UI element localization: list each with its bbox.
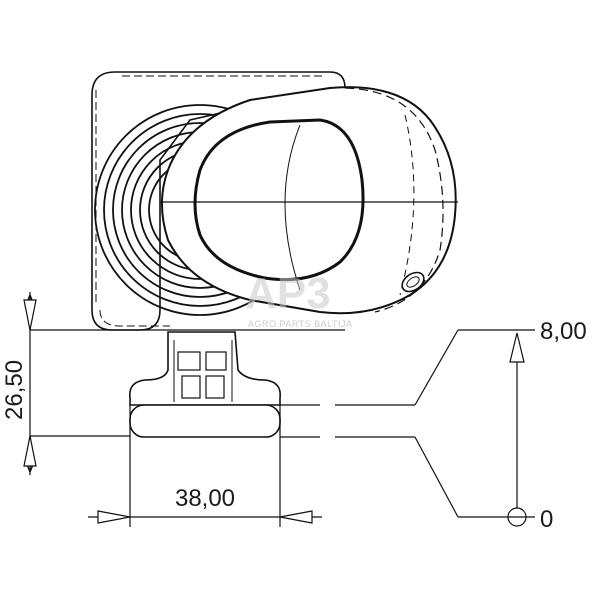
watermark-tagline: AGRO PARTS BALTIJA — [248, 319, 353, 329]
lamp-head — [160, 86, 458, 315]
width-dimension — [88, 405, 322, 527]
level-leaders — [280, 329, 535, 518]
width-label: 38,00 — [175, 485, 235, 512]
watermark-logo: AP3 AGRO PARTS BALTIJA — [245, 269, 353, 329]
level-top-label: 8,00 — [540, 318, 587, 345]
mount-bracket — [128, 331, 282, 406]
watermark-logo-text: AP3 — [245, 269, 331, 318]
height-label: 26,50 — [1, 360, 28, 420]
mount-foot — [129, 404, 281, 438]
level-scale — [507, 332, 527, 527]
height-dimension — [23, 292, 130, 475]
level-bottom-label: 0 — [540, 506, 553, 533]
